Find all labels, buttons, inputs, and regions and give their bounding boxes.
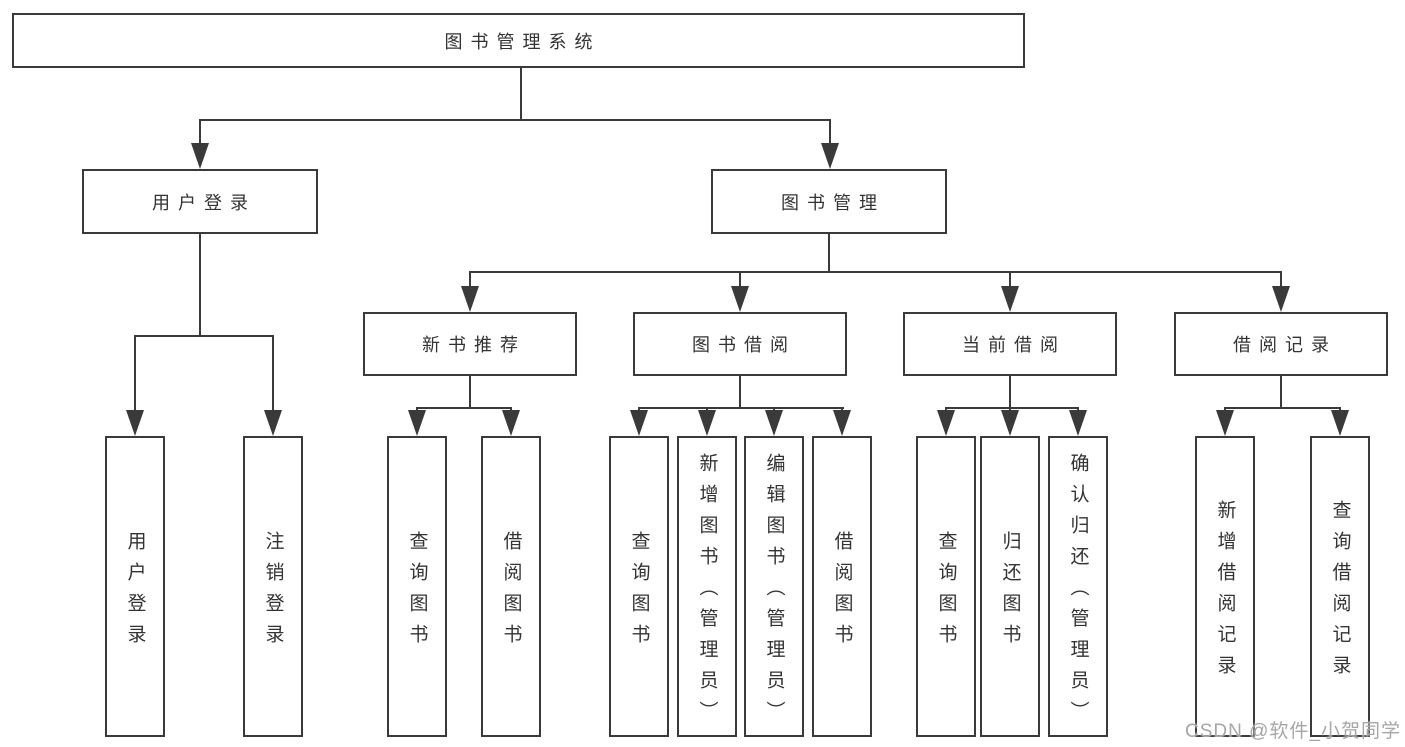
arrow-down-icon — [1001, 286, 1019, 312]
node-label: 借阅记录 — [1233, 335, 1337, 355]
node-label: 确认归还（管理员） — [1067, 453, 1089, 732]
node-book-management-system: 图书管理系统 — [12, 13, 1025, 68]
node-label: 新增图书（管理员） — [696, 453, 718, 732]
node-book-management: 图书管理 — [711, 169, 947, 234]
node-label: 查询图书 — [406, 530, 428, 655]
connector-line — [1077, 407, 1079, 412]
leaf-query-books-recommend: 查询图书 — [387, 436, 447, 737]
connector-line — [829, 119, 831, 147]
connector-line — [416, 407, 418, 412]
connector-line — [1009, 271, 1011, 288]
arrow-down-icon — [461, 286, 479, 312]
arrow-down-icon — [937, 410, 955, 436]
arrow-down-icon — [833, 410, 851, 436]
node-label: 查询图书 — [935, 530, 957, 655]
node-label: 当前借阅 — [962, 335, 1066, 355]
node-current-borrowing: 当前借阅 — [903, 312, 1117, 376]
connector-line — [134, 335, 274, 337]
connector-line — [841, 407, 843, 412]
arrow-down-icon — [731, 286, 749, 312]
connector-line — [199, 119, 831, 121]
node-label: 用户登录 — [152, 192, 256, 213]
node-label: 借阅图书 — [831, 530, 853, 655]
node-label: 图书管理 — [781, 192, 885, 213]
connector-line — [638, 407, 844, 409]
leaf-add-borrow-record: 新增借阅记录 — [1195, 436, 1255, 737]
node-borrowing-records: 借阅记录 — [1174, 312, 1388, 376]
connector-line — [416, 407, 512, 409]
connector-line — [739, 271, 741, 288]
connector-line — [134, 335, 136, 412]
arrow-down-icon — [821, 143, 839, 169]
node-user-login: 用户登录 — [82, 169, 318, 234]
leaf-user-login: 用户登录 — [105, 436, 165, 737]
arrow-down-icon — [1216, 410, 1234, 436]
node-label: 编辑图书（管理员） — [763, 453, 785, 732]
connector-line — [510, 407, 512, 412]
connector-line — [199, 119, 201, 147]
node-label: 注销登录 — [262, 530, 284, 655]
connector-line — [469, 271, 471, 288]
connector-line — [1224, 407, 1341, 409]
connector-line — [520, 68, 522, 119]
node-book-borrowing: 图书借阅 — [633, 312, 847, 376]
connector-line — [739, 376, 741, 407]
leaf-logout: 注销登录 — [243, 436, 303, 737]
node-label: 查询借阅记录 — [1329, 499, 1351, 686]
arrow-down-icon — [264, 410, 282, 436]
arrow-down-icon — [630, 410, 648, 436]
leaf-edit-book-admin: 编辑图书（管理员） — [744, 436, 804, 737]
connector-line — [945, 407, 947, 412]
arrow-down-icon — [1272, 286, 1290, 312]
arrow-down-icon — [1001, 410, 1019, 436]
arrow-down-icon — [191, 143, 209, 169]
connector-line — [1009, 407, 1011, 412]
arrow-down-icon — [502, 410, 520, 436]
node-label: 新增借阅记录 — [1214, 499, 1236, 686]
connector-line — [1339, 407, 1341, 412]
node-label: 新书推荐 — [422, 335, 526, 355]
node-label: 用户登录 — [124, 530, 146, 655]
connector-line — [272, 335, 274, 412]
leaf-return-book: 归还图书 — [980, 436, 1040, 737]
arrow-down-icon — [1069, 410, 1087, 436]
connector-line — [638, 407, 640, 412]
leaf-borrow-books-recommend: 借阅图书 — [481, 436, 541, 737]
node-label: 图书借阅 — [692, 335, 796, 355]
connector-line — [469, 376, 471, 407]
connector-line — [1009, 376, 1011, 407]
arrow-down-icon — [765, 410, 783, 436]
leaf-query-books-borrowing: 查询图书 — [609, 436, 669, 737]
connector-line — [1280, 376, 1282, 407]
connector-line — [1280, 271, 1282, 288]
node-label: 归还图书 — [999, 530, 1021, 655]
leaf-add-book-admin: 新增图书（管理员） — [677, 436, 737, 737]
leaf-confirm-return-admin: 确认归还（管理员） — [1048, 436, 1108, 737]
arrow-down-icon — [408, 410, 426, 436]
connector-line — [945, 407, 1079, 409]
watermark: CSDN @软件_小贺同学 — [1185, 721, 1401, 742]
arrow-down-icon — [698, 410, 716, 436]
connector-line — [199, 234, 201, 335]
leaf-query-borrow-record: 查询借阅记录 — [1310, 436, 1370, 737]
arrow-down-icon — [126, 410, 144, 436]
node-label: 图书管理系统 — [444, 31, 601, 52]
node-label: 借阅图书 — [500, 530, 522, 655]
leaf-borrow-books-borrowing: 借阅图书 — [812, 436, 872, 737]
connector-line — [706, 407, 708, 412]
connector-line — [1224, 407, 1226, 412]
node-new-book-recommend: 新书推荐 — [363, 312, 577, 376]
connector-line — [469, 271, 1282, 273]
arrow-down-icon — [1331, 410, 1349, 436]
leaf-query-books-current: 查询图书 — [916, 436, 976, 737]
connector-line — [828, 234, 830, 271]
node-label: 查询图书 — [628, 530, 650, 655]
connector-line — [773, 407, 775, 412]
